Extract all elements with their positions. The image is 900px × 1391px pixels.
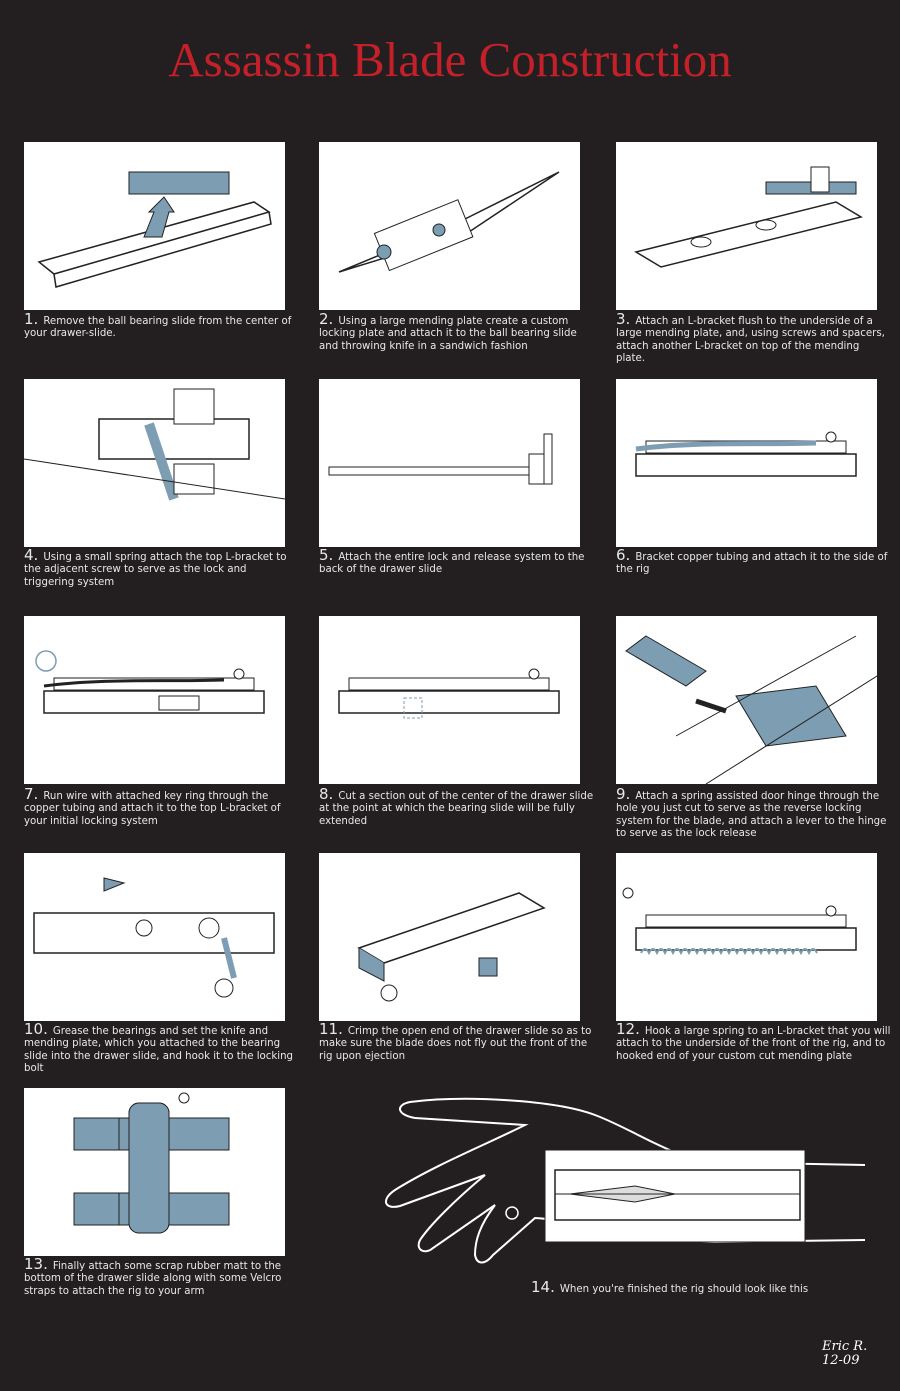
step-caption: 8.Cut a section out of the center of the…	[319, 785, 594, 828]
step-text: Crimp the open end of the drawer slide s…	[319, 1026, 592, 1062]
step-6-panel	[616, 379, 877, 547]
step-text: Remove the ball bearing slide from the c…	[24, 316, 292, 340]
step-5-panel	[319, 379, 580, 547]
step-number: 1.	[24, 310, 39, 328]
signature-name: Eric R.	[822, 1339, 868, 1354]
step-illustration	[634, 166, 863, 268]
step-illustration	[328, 433, 553, 485]
step-caption: 1.Remove the ball bearing slide from the…	[24, 310, 299, 341]
step-number: 11.	[319, 1020, 343, 1038]
step-caption: 11.Crimp the open end of the drawer slid…	[319, 1020, 594, 1063]
step-illustration	[357, 892, 546, 1002]
step-caption: 12.Hook a large spring to an L-bracket t…	[616, 1020, 891, 1063]
step-number: 13.	[24, 1255, 48, 1273]
step-number: 14.	[531, 1278, 555, 1296]
step-7-panel	[24, 616, 285, 784]
step-2-panel	[319, 142, 580, 310]
step-text: Using a small spring attach the top L-br…	[24, 552, 287, 588]
step-11-panel	[319, 853, 580, 1021]
step-caption: 5.Attach the entire lock and release sys…	[319, 546, 594, 577]
step-text: Using a large mending plate create a cus…	[319, 316, 577, 352]
step-number: 3.	[616, 310, 631, 328]
step-1-panel	[24, 142, 285, 310]
step-number: 7.	[24, 785, 39, 803]
step-8-panel	[319, 616, 580, 784]
step-number: 6.	[616, 546, 631, 564]
step-text: Cut a section out of the center of the d…	[319, 791, 594, 827]
step-text: When you're finished the rig should look…	[559, 1284, 809, 1295]
step-illustration	[33, 877, 275, 998]
step-text: Grease the bearings and set the knife an…	[24, 1026, 294, 1074]
step-text: Hook a large spring to an L-bracket that…	[616, 1026, 891, 1062]
step-caption: 9.Attach a spring assisted door hinge th…	[616, 785, 891, 840]
step-number: 9.	[616, 785, 631, 803]
step-number: 12.	[616, 1020, 640, 1038]
step-number: 10.	[24, 1020, 48, 1038]
step-3-panel	[616, 142, 877, 310]
step-illustration	[338, 171, 560, 273]
step-caption: 6.Bracket copper tubing and attach it to…	[616, 546, 891, 577]
step-caption: 4.Using a small spring attach the top L-…	[24, 546, 299, 589]
step-13-panel	[24, 1088, 285, 1256]
step-illustration	[73, 1092, 230, 1234]
step-text: Bracket copper tubing and attach it to t…	[616, 552, 888, 576]
signature: Eric R. 12-09	[822, 1340, 867, 1368]
step-caption: 3.Attach an L-bracket flush to the under…	[616, 310, 891, 365]
step-illustration	[625, 635, 877, 784]
step-caption: 2.Using a large mending plate create a c…	[319, 310, 594, 353]
step-illustration	[338, 668, 560, 719]
step-text: Run wire with attached key ring through …	[24, 791, 281, 827]
step-number: 4.	[24, 546, 39, 564]
step-illustration	[24, 388, 285, 501]
step-text: Attach an L-bracket flush to the undersi…	[616, 316, 885, 364]
signature-date: 12-09	[822, 1353, 860, 1368]
step-12-panel	[616, 853, 877, 1021]
step-illustration	[37, 171, 272, 288]
step-number: 8.	[319, 785, 334, 803]
step-10-panel	[24, 853, 285, 1021]
step-text: Attach a spring assisted door hinge thro…	[616, 791, 887, 839]
step-caption: 7.Run wire with attached key ring throug…	[24, 785, 299, 828]
step-number: 2.	[319, 310, 334, 328]
step-caption: 14. When you're finished the rig should l…	[531, 1278, 871, 1296]
poster-title: Assassin Blade Construction	[168, 32, 732, 87]
hand-illustration	[385, 1097, 866, 1264]
step-4-panel	[24, 379, 285, 547]
step-caption: 13.Finally attach some scrap rubber matt…	[24, 1255, 299, 1298]
step-illustration	[635, 431, 857, 477]
step-caption: 10.Grease the bearings and set the knife…	[24, 1020, 299, 1075]
step-illustration	[35, 650, 265, 714]
step-9-panel	[616, 616, 877, 784]
step-text: Finally attach some scrap rubber matt to…	[24, 1261, 282, 1297]
step-number: 5.	[319, 546, 334, 564]
step-illustration	[622, 887, 857, 956]
step-text: Attach the entire lock and release syste…	[319, 552, 585, 576]
